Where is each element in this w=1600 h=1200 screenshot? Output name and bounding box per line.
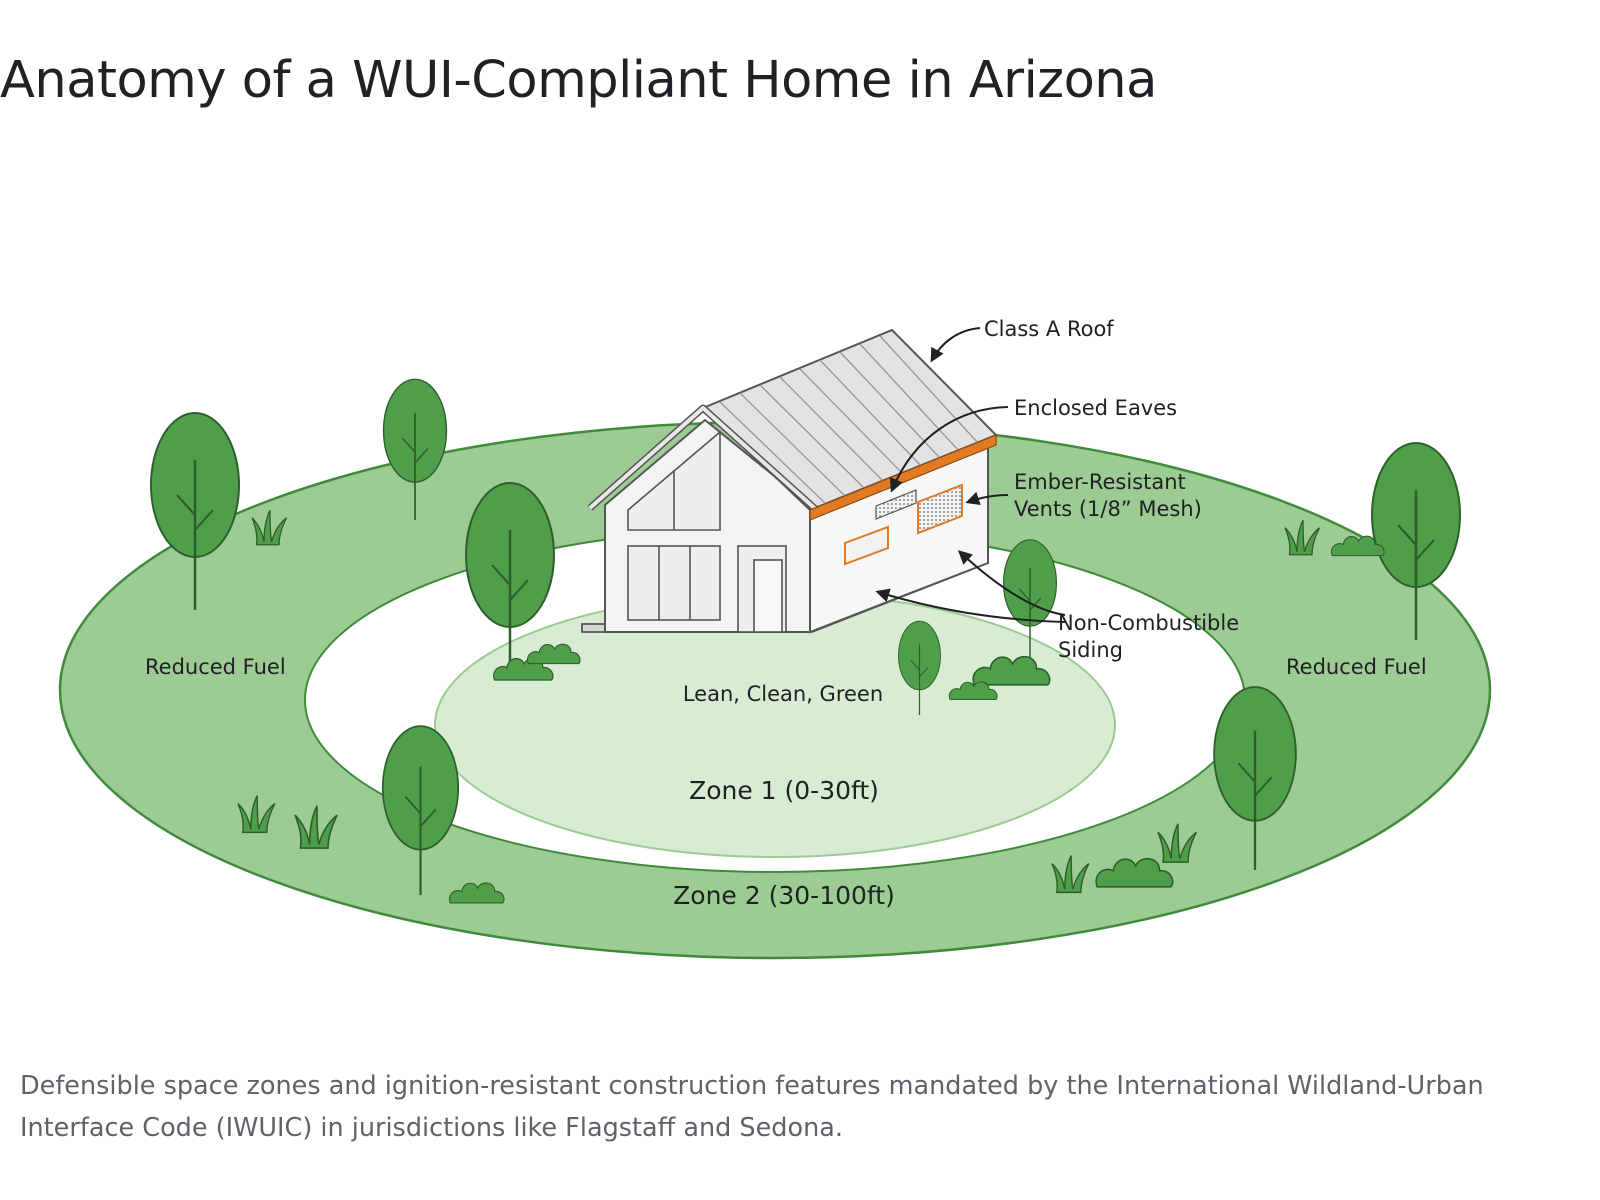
callout-arrow [957,550,1066,616]
callout-siding-line2: Siding [1058,638,1123,662]
diagram-canvas: Class A Roof Enclosed Eaves Ember-Resist… [58,317,1492,960]
zone1-label: Zone 1 (0-30ft) [689,776,879,805]
callout-enclosed-eaves: Enclosed Eaves [1014,396,1177,420]
inner-zone-label: Lean, Clean, Green [683,682,883,706]
reduced-fuel-right-label: Reduced Fuel [1286,655,1427,679]
callout-class-a-roof: Class A Roof [984,317,1114,341]
callout-arrow [875,588,1066,623]
wui-diagram: Class A Roof Enclosed Eaves Ember-Resist… [30,170,1570,1020]
callout-siding-line1: Non-Combustible [1058,611,1239,635]
callout-arrow [889,406,1009,493]
page-title: Anatomy of a WUI-Compliant Home in Arizo… [0,51,1157,110]
reduced-fuel-left-label: Reduced Fuel [145,655,286,679]
callout-arrow [965,491,1009,506]
callout-vents-line1: Ember-Resistant [1014,470,1186,494]
figure-caption: Defensible space zones and ignition-resi… [20,1071,1484,1143]
zone2-label: Zone 2 (30-100ft) [673,881,895,910]
house-illustration [581,328,998,634]
callout-vents-line2: Vents (1/8” Mesh) [1014,497,1202,521]
callout-arrow [930,327,981,363]
